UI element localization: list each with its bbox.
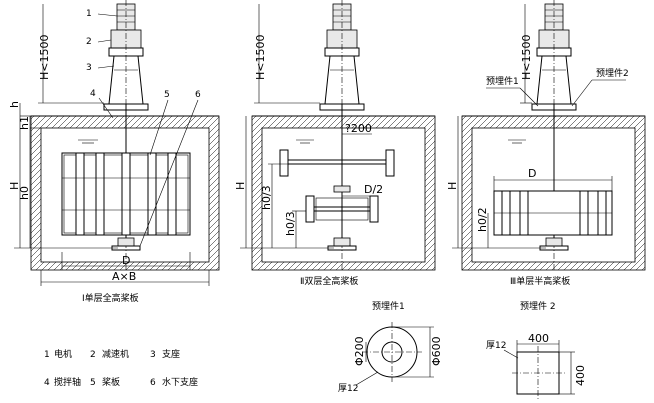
caption-fig1: Ⅰ单层全高桨板 [82, 292, 139, 304]
legend-name-5: 桨板 [102, 376, 120, 388]
dim-hmax-1: H<1500 [38, 35, 51, 80]
dim-200-tag: ?200 [345, 122, 372, 135]
figure-2 [240, 0, 436, 272]
dim-H-2: H [234, 182, 247, 190]
dim-D2: D/2 [364, 183, 383, 196]
dim-hmax-3: H<1500 [520, 35, 533, 80]
legend-name-2: 减速机 [102, 348, 129, 360]
dim-h0-3b: h0/3 [284, 211, 297, 236]
caption-fig3: Ⅲ单层半高桨板 [510, 275, 570, 287]
part-label-1: 1 [86, 9, 92, 19]
dim-400-v: 400 [574, 365, 587, 386]
legend-name-6: 水下支座 [162, 376, 198, 388]
paddle-2b [385, 149, 395, 177]
legend-num-1: 1 [44, 350, 50, 360]
embedded-part-1 [355, 322, 434, 386]
dim-h-1: h [8, 101, 21, 108]
figure-1 [14, 0, 220, 286]
paddle-2a [279, 149, 289, 177]
legend-name-1: 电机 [54, 348, 72, 360]
legend-num-3: 3 [150, 350, 156, 360]
dim-h0-1: h0 [18, 186, 31, 200]
legend-num-2: 2 [90, 350, 96, 360]
embedded-part-2 [503, 340, 575, 400]
dim-h1-1: h1 [18, 116, 31, 130]
underwater-support-1 [117, 237, 135, 247]
part-label-5: 5 [164, 90, 170, 100]
dim-phi200: Φ200 [353, 336, 366, 366]
dim-D-1: D [122, 254, 130, 267]
part-label-6: 6 [195, 90, 201, 100]
embed-label-1: 预埋件1 [486, 75, 519, 87]
legend-num-5: 5 [90, 378, 96, 388]
dim-phi600: Φ600 [430, 336, 443, 366]
legend-name-4: 搅拌轴 [54, 376, 81, 388]
part-label-2: 2 [86, 37, 92, 47]
legend-name-3: 支座 [162, 348, 180, 360]
part-label-4: 4 [90, 89, 96, 99]
embed-label-2: 预埋件2 [596, 67, 629, 79]
dim-h0-2: h0/2 [476, 207, 489, 232]
dim-H-3: H [446, 182, 459, 190]
dim-400-h: 400 [528, 332, 549, 345]
dim-hmax-2: H<1500 [254, 35, 267, 80]
embed-title-1: 预埋件1 [372, 300, 405, 312]
embed-title-2: 预埋件 2 [520, 300, 556, 312]
legend-num-4: 4 [44, 378, 50, 388]
legend-num-6: 6 [150, 378, 156, 388]
dim-D-3: D [528, 167, 536, 180]
dim-AxB: A×B [112, 270, 136, 283]
dim-H-1: H [8, 182, 21, 190]
dim-h0-3a: h0/3 [260, 185, 273, 210]
dim-thk-2: 厚12 [486, 340, 506, 351]
figure-3 [452, 0, 646, 272]
dim-thk-1: 厚12 [338, 383, 358, 394]
caption-fig2: Ⅱ双层全高桨板 [300, 275, 358, 287]
paddle-2d [369, 195, 379, 223]
paddle-2c [305, 195, 315, 223]
part-label-3: 3 [86, 63, 92, 73]
